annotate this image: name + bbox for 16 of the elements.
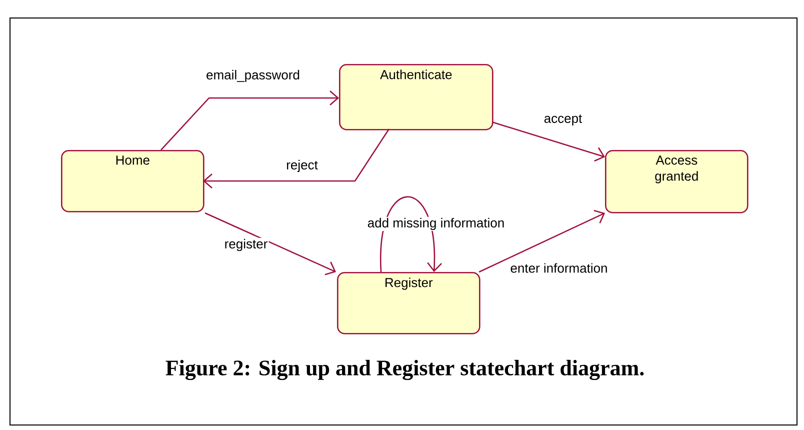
state-box: Access granted — [605, 150, 748, 214]
state-box: Authenticate — [339, 64, 494, 130]
state-box: Home — [61, 150, 204, 212]
edge-label: email_password — [205, 68, 301, 84]
edge-label: reject — [285, 158, 319, 174]
caption: Figure 2: Sign up and Register statechart diagram. — [166, 360, 644, 380]
edge-label: accept — [542, 113, 584, 127]
arrow — [160, 90, 339, 150]
arrow — [203, 128, 390, 188]
arrow — [204, 212, 336, 276]
state-box: Register — [337, 272, 480, 334]
edge-label: add missing information — [366, 216, 506, 232]
edge-label: register — [223, 238, 269, 252]
arrow — [492, 121, 605, 162]
arrow — [478, 210, 605, 273]
edge-label: enter information — [509, 262, 609, 274]
